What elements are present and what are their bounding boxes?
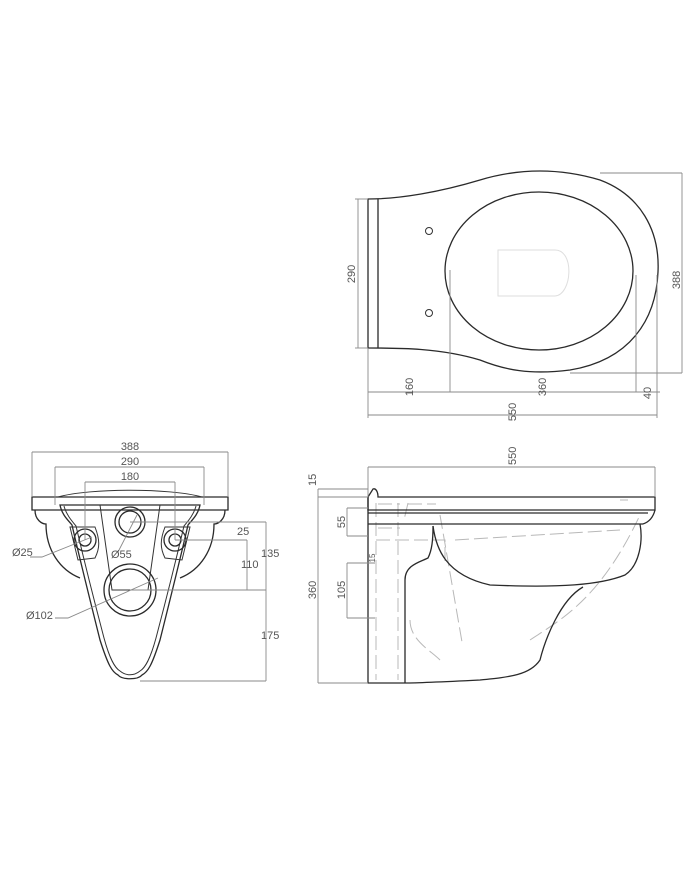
dim-top-388: 388: [671, 271, 683, 289]
dim-side-15-small: 15: [368, 553, 377, 562]
dim-front-135: 135: [261, 548, 279, 560]
dim-front-175: 175: [261, 630, 279, 642]
dim-side-105: 105: [336, 581, 348, 599]
hinge-hole-icon: [425, 309, 433, 317]
dim-top-550: 550: [507, 403, 519, 421]
top-view-bowl-opening: [497, 249, 570, 297]
dim-top-160: 160: [404, 378, 416, 396]
dim-front-110: 110: [241, 559, 259, 571]
dim-front-d102: Ø102: [26, 610, 53, 622]
dim-front-d25: Ø25: [12, 547, 33, 559]
dim-top-40: 40: [642, 387, 654, 399]
top-view-seat: [444, 191, 634, 351]
dim-side-15: 15: [307, 474, 319, 486]
side-view-back: [367, 497, 405, 684]
top-view: 290 388 160 360 40 550: [346, 170, 683, 421]
dim-side-360: 360: [307, 581, 319, 599]
dim-front-388: 388: [121, 441, 139, 453]
dim-side-55: 55: [336, 516, 348, 528]
dim-front-180: 180: [121, 471, 139, 483]
front-view-rim: [31, 496, 229, 511]
front-view-body: [59, 504, 201, 680]
dim-side-550: 550: [507, 447, 519, 465]
dim-top-360: 360: [537, 378, 549, 396]
side-view-bowl: [432, 523, 642, 587]
side-view-foot: [404, 586, 584, 684]
dim-top-290: 290: [346, 265, 358, 283]
dim-front-d55: Ø55: [111, 549, 132, 561]
dim-front-290: 290: [121, 456, 139, 468]
hinge-hole-icon: [425, 227, 433, 235]
top-view-outer-outline: [367, 170, 659, 373]
dim-front-25: 25: [237, 526, 249, 538]
front-view: 388 290 180 25 110 135 175 Ø25 Ø55 Ø102: [12, 441, 279, 682]
side-view-seat: [367, 488, 656, 511]
side-view: 550 15 360 55 105 15: [307, 447, 656, 684]
